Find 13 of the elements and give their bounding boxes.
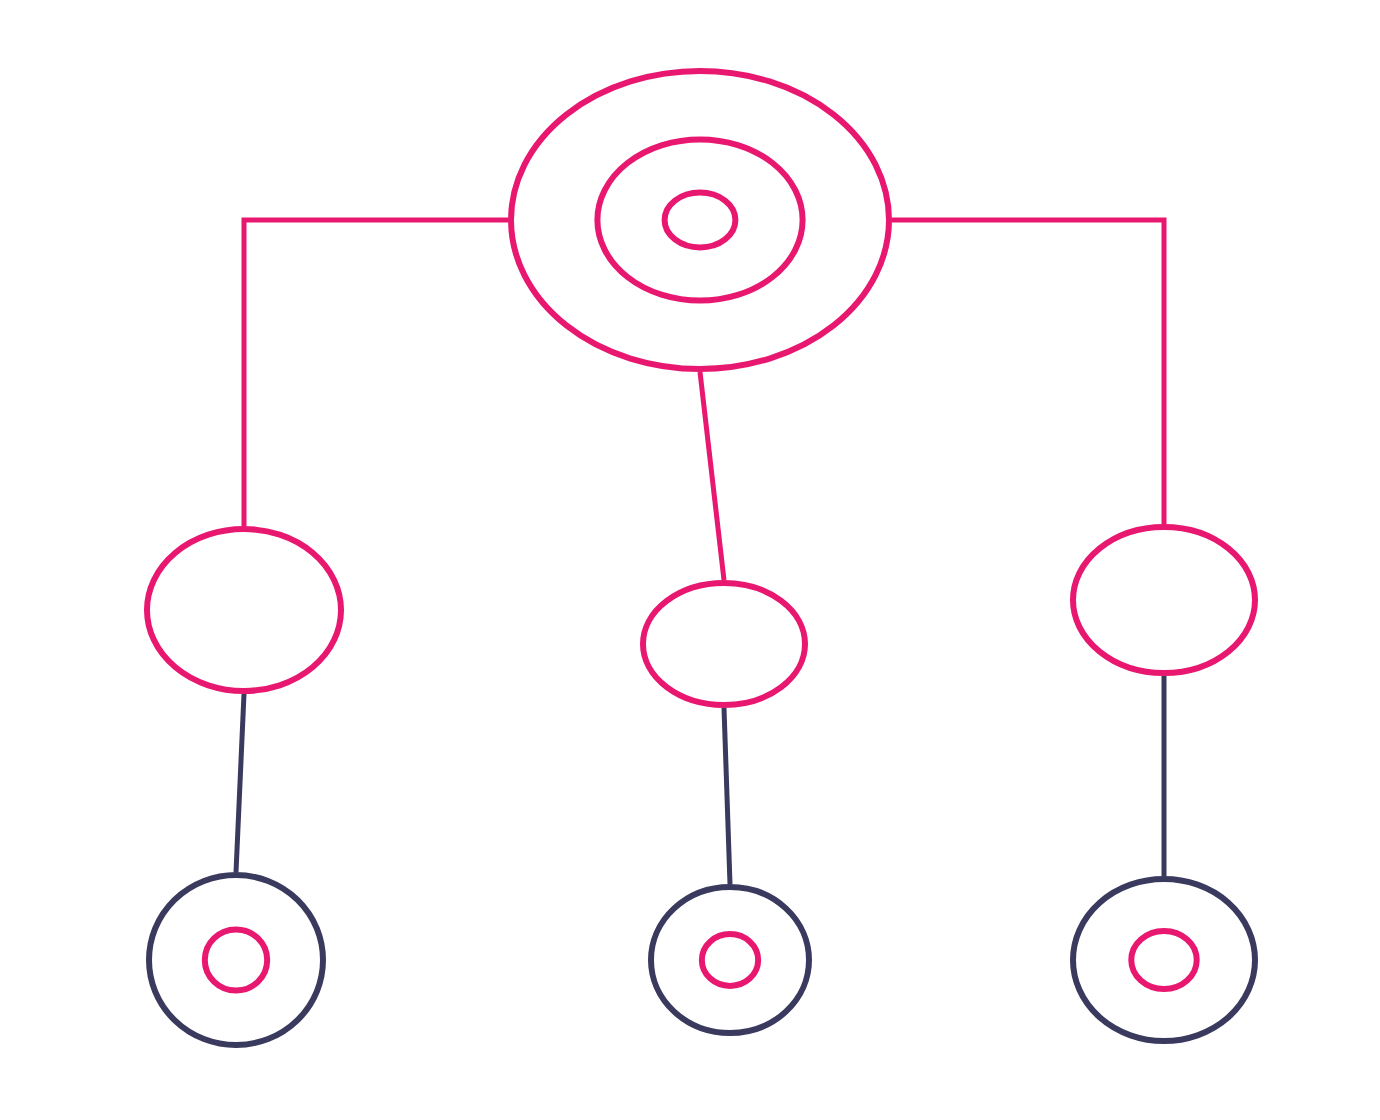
circle-node xyxy=(640,580,808,708)
circle-node xyxy=(1070,524,1258,676)
connector-line xyxy=(892,217,1167,524)
connector-line xyxy=(697,371,727,581)
nested-circle xyxy=(648,884,812,1036)
target-circle xyxy=(508,68,892,372)
connector-line xyxy=(241,217,508,526)
circle-node xyxy=(144,526,344,694)
connector-line xyxy=(721,707,733,885)
nested-circle xyxy=(1070,876,1258,1044)
connector-line xyxy=(1161,676,1167,876)
connector-line xyxy=(233,693,247,873)
nested-circle xyxy=(146,872,326,1048)
